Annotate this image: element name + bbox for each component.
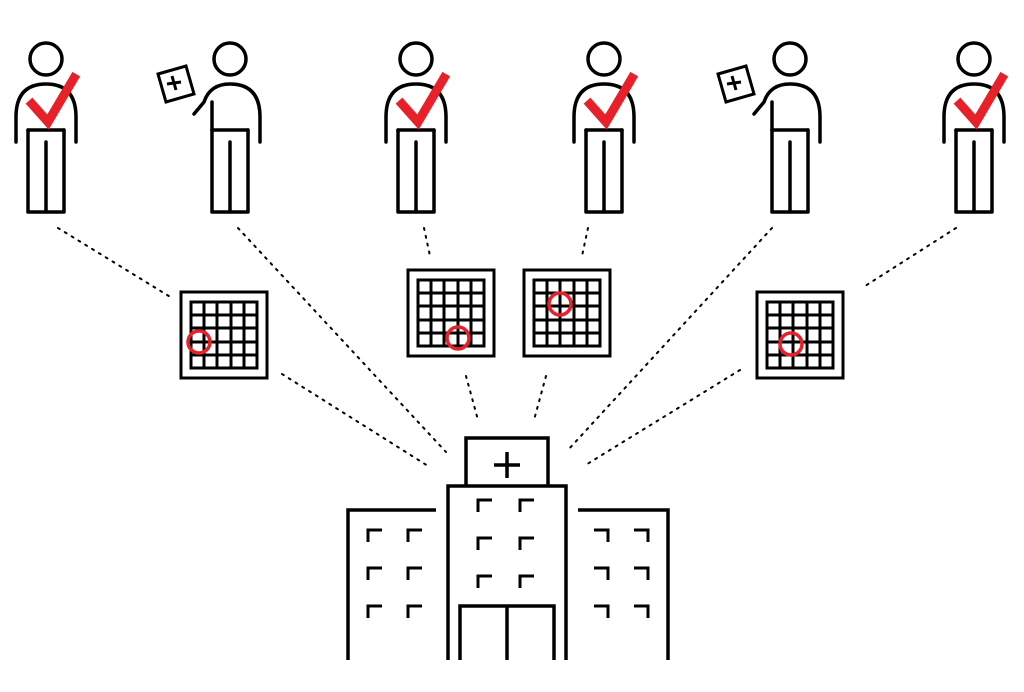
person-icon [572,41,636,214]
person-1 [14,41,81,214]
person-icon [14,41,78,214]
connector-p4-g3 [581,227,589,257]
grid-icon [179,290,269,380]
checkmark-icon [395,71,451,130]
grid-4 [755,290,845,380]
connector-p6-g4 [861,227,957,289]
grid-3 [522,268,612,358]
connector-p1-g1 [57,227,173,299]
circle-marker-icon [778,331,804,357]
grid-1 [179,290,269,380]
checkmark-icon [953,71,1009,130]
person-icon [384,41,448,214]
connector-p2-hospital [237,227,447,453]
plus-icon [494,452,520,478]
checkmark-icon [25,71,81,130]
connector-p5-hospital [567,227,773,451]
grid-icon [406,268,496,358]
connector-g4-hospital [583,369,741,467]
person-4 [572,41,639,214]
person-2 [156,41,262,214]
person-6 [942,41,1009,214]
person-icon [942,41,1006,214]
connector-p3-g2 [423,227,431,257]
circle-marker-icon [445,325,471,351]
connector-g1-hospital [281,373,429,467]
window-marks [366,498,650,618]
person-icon [192,41,262,214]
circle-marker-icon [547,291,573,317]
clipboard-icon [716,64,756,104]
connector-lines [57,227,957,467]
person-icon [752,41,822,214]
checkmark-icon [583,71,639,130]
circle-marker-icon [186,329,212,355]
clipboard-icon [156,64,196,104]
hospital-icon [346,436,670,660]
connector-g3-hospital [533,375,547,421]
person-3 [384,41,451,214]
connector-g2-hospital [465,375,479,421]
grid-2 [406,268,496,358]
person-5 [716,41,822,214]
